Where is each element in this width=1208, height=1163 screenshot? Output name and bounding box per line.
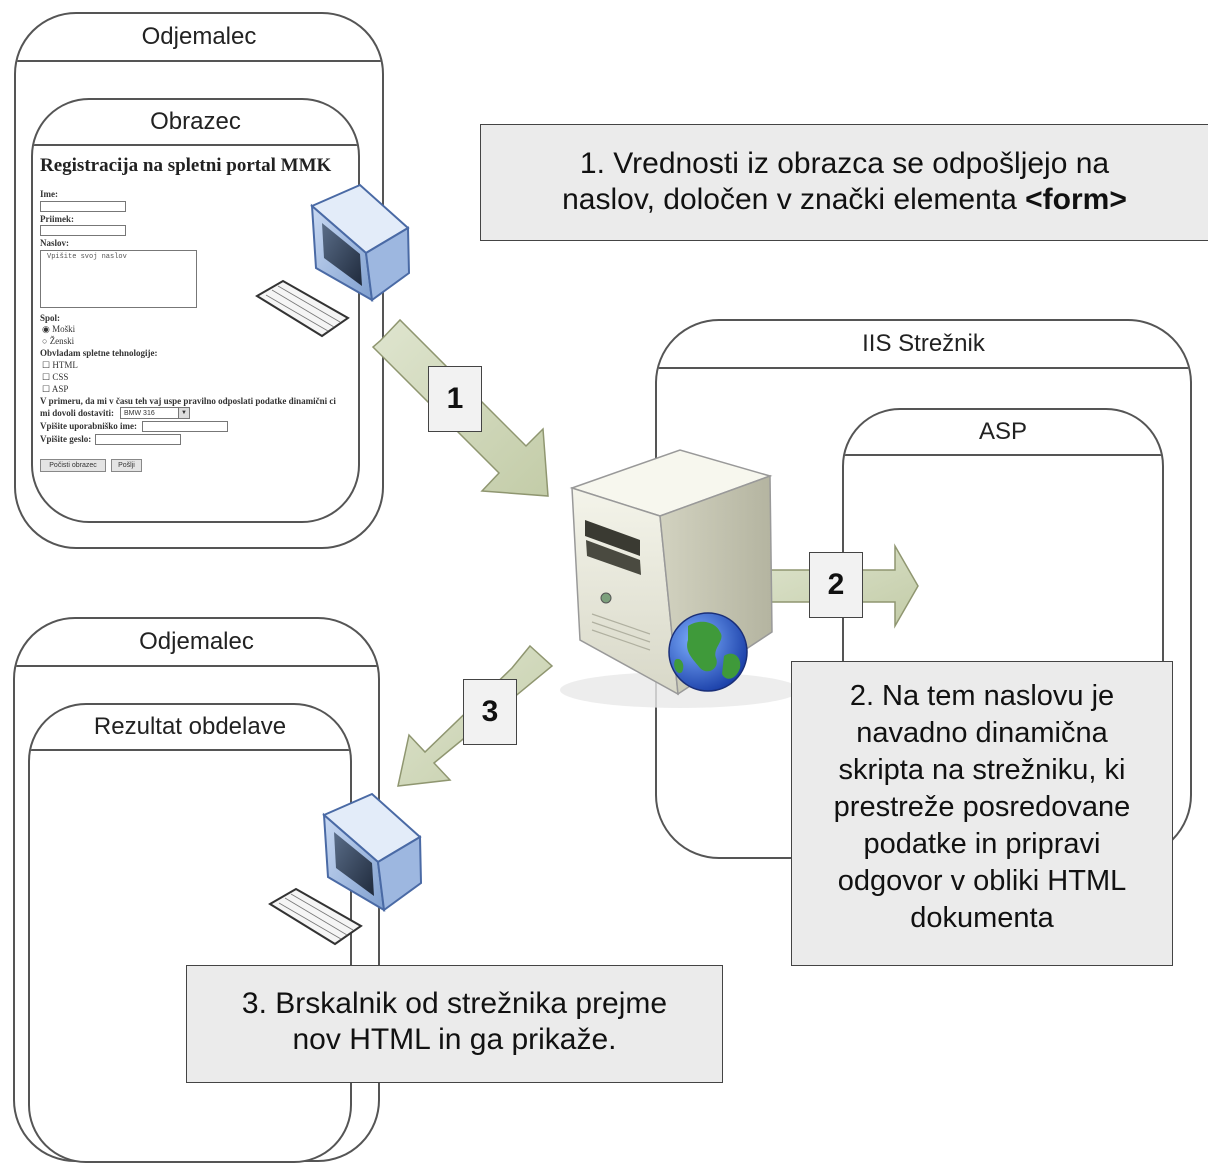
step-2-badge: 2 [809, 552, 863, 618]
note-line-2: mi dovoli dostaviti: [40, 408, 115, 418]
label-priimek: Priimek: [40, 214, 74, 224]
label-spol: Spol: [40, 313, 61, 323]
divider [15, 665, 378, 667]
reset-button[interactable]: Počisti obrazec [40, 459, 106, 472]
textarea-placeholder: Vpišite svoj naslov [47, 253, 127, 261]
note-line-1: V primeru, da mi v času teh vaj uspe pra… [40, 396, 336, 406]
callout-2-line: prestreže posredovane [833, 791, 1131, 823]
client-top-title: Odjemalec [141, 23, 257, 50]
username-label: Vpišite uporabniško ime: [40, 421, 138, 431]
divider [30, 749, 350, 751]
naslov-textarea[interactable]: Vpišite svoj naslov [40, 250, 197, 308]
callout-step-1: 1. Vrednosti iz obrazca se odpošljejo na… [480, 124, 1208, 241]
check-html[interactable]: ☐ HTML [42, 360, 78, 370]
registration-form: Registracija na spletni portal MMK [40, 155, 340, 177]
radio-zenski-label: Ženski [49, 336, 75, 346]
callout-step-3: 3. Brskalnik od strežnika prejme nov HTM… [186, 965, 723, 1083]
chevron-down-icon: ▼ [178, 408, 189, 418]
username-input[interactable] [142, 421, 228, 432]
result-panel: Rezultat obdelave [28, 703, 352, 1163]
radio-zenski[interactable]: ○ Ženski [42, 336, 75, 346]
check-asp[interactable]: ☐ ASP [42, 384, 69, 394]
callout-2-line: 2. Na tem naslovu je [849, 680, 1115, 712]
callout-1-form-tag: <form> [1025, 183, 1127, 216]
server-panel-title: IIS Strežnik [862, 330, 985, 357]
callout-3-line-2: nov HTML in ga prikaže. [292, 1023, 617, 1056]
check-asp-label: ASP [51, 384, 69, 394]
check-css[interactable]: ☐ CSS [42, 372, 69, 382]
submit-button[interactable]: Pošlji [111, 459, 142, 472]
callout-2-line: navadno dinamična [856, 717, 1108, 749]
divider [33, 144, 358, 146]
step-3-badge: 3 [463, 679, 517, 745]
priimek-input[interactable] [40, 225, 126, 236]
check-html-label: HTML [52, 360, 78, 370]
result-panel-title: Rezultat obdelave [93, 713, 287, 740]
car-select[interactable]: BMW 316 ▼ [120, 407, 190, 419]
client-bottom-title: Odjemalec [139, 628, 254, 655]
callout-2-line: skripta na strežniku, ki [838, 754, 1126, 786]
tech-label: Obvladam spletne tehnologije: [40, 348, 158, 358]
divider [16, 60, 382, 62]
ime-input[interactable] [40, 201, 126, 212]
callout-1-line-2-text: naslov, določen v znački elementa [562, 183, 1026, 216]
radio-moski[interactable]: ◉ Moški [42, 324, 76, 334]
callout-2-line: dokumenta [910, 902, 1054, 934]
asp-panel-title: ASP [978, 418, 1028, 445]
callout-3-line-1: 3. Brskalnik od strežnika prejme [241, 987, 668, 1020]
car-select-value: BMW 316 [124, 410, 155, 417]
label-ime: Ime: [40, 189, 58, 199]
divider [657, 367, 1190, 369]
callout-2-line: podatke in pripravi [863, 828, 1101, 860]
divider [844, 454, 1162, 456]
step-1-badge: 1 [428, 366, 482, 432]
callout-2-line: odgovor v obliki HTML [837, 865, 1127, 897]
password-label: Vpišite geslo: [40, 434, 92, 444]
callout-1-line-1: 1. Vrednosti iz obrazca se odpošljejo na [579, 147, 1110, 180]
form-panel-title: Obrazec [150, 108, 241, 135]
label-naslov: Naslov: [40, 238, 69, 248]
callout-step-2: 2. Na tem naslovu je navadno dinamična s… [791, 661, 1173, 966]
radio-moski-label: Moški [52, 324, 76, 334]
callout-1-line-2: naslov, določen v znački elementa <form> [481, 182, 1208, 218]
password-input[interactable] [95, 434, 181, 445]
check-css-label: CSS [52, 372, 69, 382]
form-heading: Registracija na spletni portal MMK [40, 155, 332, 176]
